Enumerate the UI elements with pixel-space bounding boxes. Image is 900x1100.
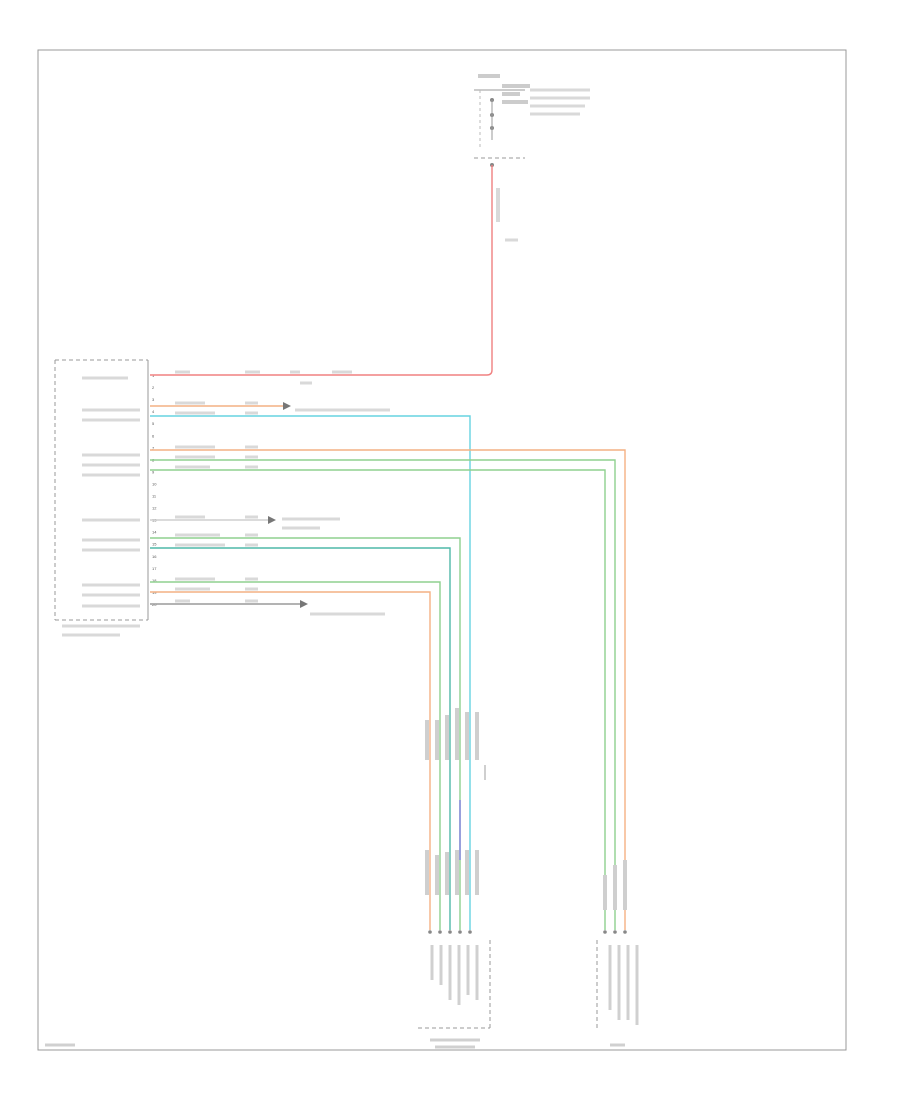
module-pin-number: 18 [152,578,157,583]
arrow-marker-3 [300,600,308,608]
wire-orange-2 [150,449,626,930]
module-pin-number: 14 [152,530,157,535]
diagram-frame [37,49,847,1051]
module-pin-number: 10 [152,481,157,486]
connector-pin [603,930,607,934]
module-pin-number: 2 [152,385,155,390]
connector-pin [438,930,442,934]
connector-pin-labels [430,945,639,1025]
module-pin-number: 4 [152,409,155,414]
bottom-connector-pins [428,930,627,934]
connector-pin [623,930,627,934]
vertical-wire-labels-left [425,708,627,910]
wire-teal-1 [150,547,451,930]
module-pin-number: 9 [152,469,155,474]
arrow-marker-2 [268,516,276,524]
connector-pin [458,930,462,934]
module-pin-number: 3 [152,397,155,402]
arrow-marker-1 [283,402,291,410]
connector-right [596,940,625,1047]
module-pin-number: 6 [152,433,155,438]
module-pin-number: 15 [152,542,157,547]
wire-cyan-1 [150,415,471,930]
connector-pin [468,930,472,934]
wire-label-marks [62,88,590,637]
module-pin-column: 1234567891011121314151617181920 [152,373,157,607]
module-pin-number: 16 [152,554,157,559]
wire-green-1 [150,459,616,930]
module-pin-number: 7 [152,445,155,450]
connector-pin [428,930,432,934]
wire-green-3 [150,537,461,930]
wire-orange-3 [150,591,431,930]
wire-red-power [150,165,493,376]
connector-left [418,940,491,1049]
module-pin-number: 12 [152,506,157,511]
fuse-block [474,74,530,167]
wire-green-2 [150,469,606,930]
wire-green-4 [150,581,441,930]
module-pin-number: 5 [152,421,155,426]
module-pin-number: 17 [152,566,157,571]
connector-pin [613,930,617,934]
connector-pin [448,930,452,934]
module-pin-number: 11 [152,494,157,499]
module-box [54,359,149,621]
